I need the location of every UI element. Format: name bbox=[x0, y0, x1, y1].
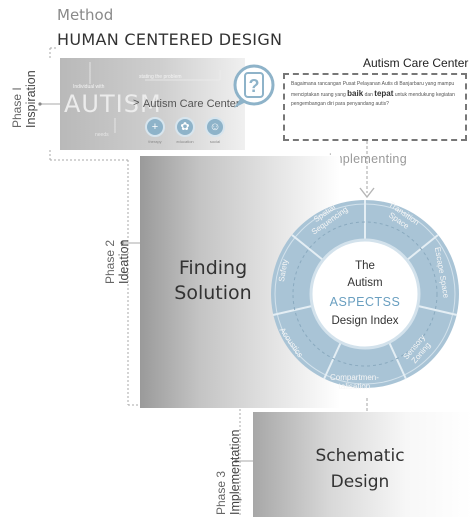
icon-caption: education bbox=[176, 139, 194, 144]
schematic-line-2: Design bbox=[330, 472, 390, 492]
index-aspectss: ASPECTSS bbox=[329, 295, 401, 309]
leaf-icon: ✿ bbox=[175, 117, 195, 137]
implementing-label: implementing bbox=[329, 152, 407, 166]
index-autism: Autism bbox=[347, 277, 383, 289]
question-bubble-icon: ? bbox=[233, 64, 275, 108]
index-design-index: Design Index bbox=[331, 315, 399, 327]
question-word-baik: baik bbox=[347, 89, 364, 98]
question-box-title: Autism Care Center bbox=[363, 56, 469, 70]
index-the: The bbox=[355, 260, 375, 272]
finding-line-2: Solution bbox=[174, 282, 252, 304]
question-text-start: Bagaimana rancangan Pusat Pelayanan Auti… bbox=[291, 81, 455, 98]
aspectss-wheel bbox=[271, 200, 459, 388]
phase-3-label: Phase 3 Implementation bbox=[214, 430, 242, 515]
phase-2-label: Phase 2 Ideation bbox=[103, 240, 131, 284]
icon-caption: therapy bbox=[148, 139, 162, 144]
individual-with-text: Individual with bbox=[73, 84, 105, 90]
schematic-design-title: Schematic Design bbox=[300, 443, 420, 495]
phase-1-flow-lines bbox=[89, 62, 221, 133]
segment-line: Compartmen- bbox=[330, 373, 379, 382]
phase-3-number: Phase 3 bbox=[214, 470, 228, 515]
phase-1-number: Phase I bbox=[10, 87, 24, 128]
phase-2-number: Phase 2 bbox=[103, 239, 117, 284]
finding-solution-title: Finding Solution bbox=[163, 256, 263, 306]
phase-2-name: Ideation bbox=[117, 239, 131, 284]
flow-arrow: > bbox=[133, 97, 140, 109]
autism-care-center-label: Autism Care Center bbox=[143, 98, 240, 110]
question-word-dan: dan bbox=[364, 92, 373, 98]
phase-1-name: Inspiration bbox=[24, 70, 38, 128]
people-icon: ☺ bbox=[205, 117, 225, 137]
method-title: HUMAN CENTERED DESIGN bbox=[57, 30, 283, 49]
svg-text:?: ? bbox=[249, 76, 260, 96]
stating-problem-text: stating the problem bbox=[139, 74, 182, 80]
schematic-line-1: Schematic bbox=[315, 446, 405, 466]
icon-caption: social bbox=[209, 139, 221, 144]
finding-line-1: Finding bbox=[178, 257, 248, 279]
method-label: Method bbox=[57, 6, 114, 24]
phase-1-label: Phase I Inspiration bbox=[10, 70, 38, 128]
medical-cross-icon: + bbox=[145, 117, 165, 137]
segment-line: talisation bbox=[338, 382, 371, 391]
segment-compartmentalisation: Compartmen- talisation bbox=[330, 373, 379, 391]
question-word-tepat: tepat bbox=[374, 89, 394, 98]
autism-word: AUTISM bbox=[64, 90, 162, 118]
phase-3-box bbox=[253, 412, 472, 517]
question-text-end: untuk mendukung kegiatan pengembangan di… bbox=[291, 92, 455, 107]
question-box: Bagaimana rancangan Pusat Pelayanan Auti… bbox=[283, 73, 467, 141]
needs-text: needs bbox=[95, 132, 109, 138]
phase-3-name: Implementation bbox=[228, 429, 242, 515]
